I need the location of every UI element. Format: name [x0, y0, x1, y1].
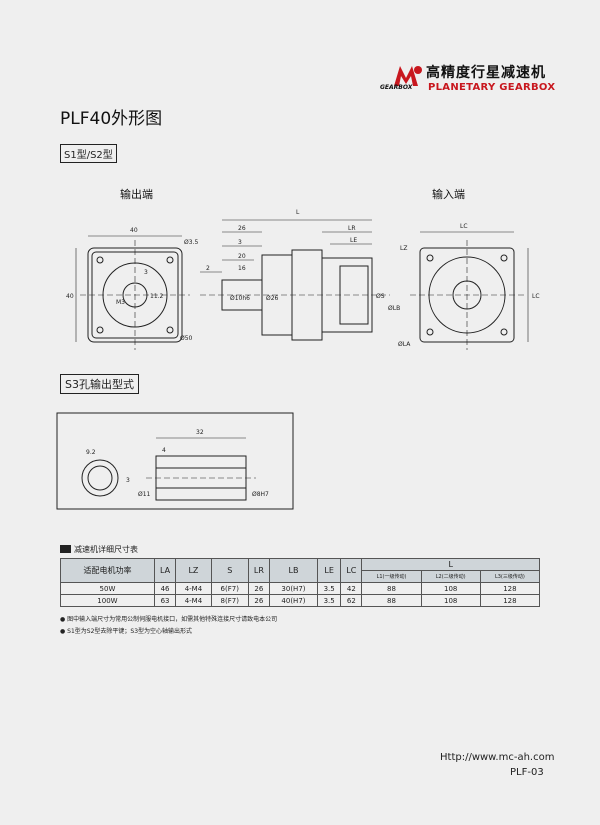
dim-side-LE: LE: [350, 237, 357, 244]
output-view-label: 输出端: [120, 188, 153, 201]
dim-front-pcd: Ø50: [180, 335, 193, 342]
dim-s3-f: Ø8H7: [252, 491, 269, 498]
dim-side-b: 3: [238, 239, 242, 246]
dim-s3-d: 3: [126, 477, 130, 484]
front-view: [75, 235, 190, 350]
dim-side-LA: ØLA: [398, 341, 411, 348]
dim-side-S: ØS: [376, 293, 385, 300]
dim-side-e: 2: [206, 265, 210, 272]
input-view-label: 输入端: [432, 188, 465, 201]
rear-view: [410, 231, 529, 350]
drawing-main-views: 40 40 Ø3.5 3 11.2 M3 Ø50 L 26 3 20 16 2 …: [66, 209, 540, 350]
footer-url[interactable]: Http://www.mc-ah.com: [440, 752, 555, 763]
dim-s3-a: 9.2: [86, 449, 96, 456]
dim-front-hole: Ø3.5: [184, 239, 198, 246]
section-s3-title: S3孔输出型式: [60, 374, 139, 394]
dim-s3-c: 4: [162, 447, 166, 454]
dim-s3-b: 32: [196, 429, 204, 436]
col-subheader: L2(二级传动): [420, 570, 481, 583]
dim-side-d: 16: [238, 265, 246, 272]
dim-side-LB: ØLB: [388, 305, 400, 312]
col-header: S: [210, 558, 249, 583]
dim-s3-e: Ø11: [138, 491, 151, 498]
side-view: [200, 219, 390, 341]
dim-side-g: Ø26: [266, 295, 279, 302]
col-subheader: L1(一级传动): [361, 570, 422, 583]
note-2: ● S1型为S2型去除平键；S3型为空心轴输出形式: [60, 628, 193, 635]
dim-rear-LZ: LZ: [400, 245, 407, 252]
dim-front-h: 40: [66, 293, 74, 300]
col-subheader: L3(三级传动): [479, 570, 541, 583]
col-header: LR: [247, 558, 270, 583]
brand-name-en: PLANETARY GEARBOX: [428, 82, 556, 93]
dim-rear-LC: LC: [460, 223, 468, 230]
logo-icon: [394, 66, 422, 86]
col-header: LB: [268, 558, 319, 583]
dim-front-d2: 11.2: [150, 293, 164, 300]
type-tag: S1型/S2型: [60, 144, 117, 163]
dim-side-LR: LR: [348, 225, 356, 232]
col-header: LE: [317, 558, 342, 583]
heading-square-icon: [60, 545, 71, 553]
col-header: LZ: [175, 558, 212, 583]
page-number: PLF-03: [510, 767, 544, 778]
dim-rear-LC2: LC: [532, 293, 540, 300]
dim-front-m: M3: [116, 299, 125, 306]
col-header-L: L: [361, 558, 540, 571]
col-header: 适配电机功率: [60, 558, 155, 583]
col-header: LA: [153, 558, 177, 583]
dim-side-c: 20: [238, 253, 246, 260]
dim-front-w: 40: [130, 227, 138, 234]
brand-sub: GEARBOX: [380, 84, 413, 91]
brand-name-cn: 高精度行星减速机: [426, 65, 546, 81]
note-1: ● 图中输入端尺寸为常用公制伺服电机接口，如需其他特殊连接尺寸请致电本公司: [60, 616, 278, 623]
dim-side-L: L: [296, 209, 300, 216]
drawing-s3: 9.2 32 4 3 Ø11 Ø8H7: [56, 412, 294, 510]
spec-table: 适配电机功率 LA LZ S LR LB LE LC L L1(一级传动) L2…: [60, 558, 541, 607]
table-heading: 减速机详细尺寸表: [60, 544, 138, 555]
page-title: PLF40外形图: [60, 109, 163, 129]
col-header: LC: [340, 558, 363, 583]
dim-front-d1: 3: [144, 269, 148, 276]
dim-side-a: 26: [238, 225, 246, 232]
dim-side-f: Ø10h6: [230, 295, 250, 302]
